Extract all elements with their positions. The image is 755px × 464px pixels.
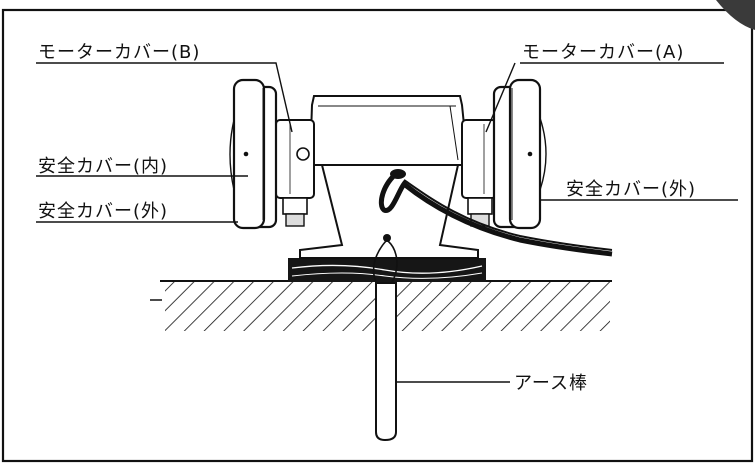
- corner-mark: [716, 0, 755, 30]
- leader-lines: [36, 62, 738, 383]
- diagram-frame: [1, 8, 754, 463]
- power-cable: [378, 169, 613, 257]
- right-wheel-assembly: [492, 78, 547, 230]
- label-earth-rod: アース棒: [514, 373, 588, 394]
- label-safety-cover-outer-right: 安全カバー(外): [566, 179, 696, 200]
- earth-rod: [372, 234, 398, 442]
- label-motor-cover-b: モーターカバー(B): [38, 42, 200, 63]
- motor-cover-a: [461, 119, 497, 227]
- grinder-body: [299, 95, 479, 259]
- label-safety-cover-inner: 安全カバー(内): [38, 156, 168, 177]
- label-safety-cover-outer-left: 安全カバー(外): [38, 201, 168, 222]
- base-plate: [288, 258, 486, 282]
- label-motor-cover-a: モーターカバー(A): [522, 42, 684, 63]
- left-wheel-assembly: [229, 78, 278, 230]
- motor-cover-b: [275, 119, 315, 227]
